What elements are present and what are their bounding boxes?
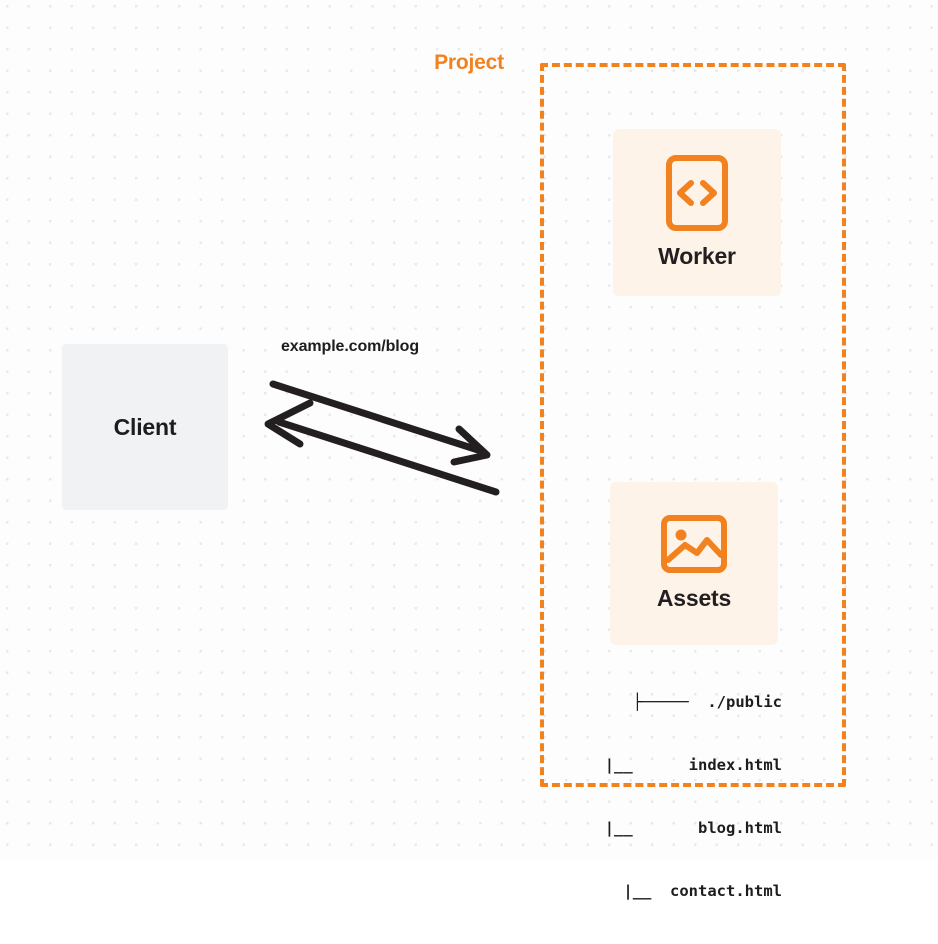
arrow-response xyxy=(264,399,500,496)
node-client[interactable]: Client xyxy=(62,344,228,510)
file-tree-line: ├───── ./public xyxy=(632,693,782,711)
node-assets[interactable]: Assets xyxy=(610,482,778,645)
code-file-icon xyxy=(666,155,728,231)
file-tree-line: |__ index.html xyxy=(604,756,782,774)
node-worker-label: Worker xyxy=(658,243,736,269)
assets-file-tree: ├───── ./public |__ index.html |__ blog.… xyxy=(586,650,782,944)
edge-label-url: example.com/blog xyxy=(281,338,419,355)
arrow-request xyxy=(269,380,491,466)
node-assets-label: Assets xyxy=(656,585,732,611)
file-tree-line: |__ blog.html xyxy=(604,819,782,837)
project-label: Project xyxy=(427,51,511,75)
file-tree-line: |__ contact.html xyxy=(623,882,782,900)
node-worker[interactable]: Worker xyxy=(613,129,781,296)
image-icon xyxy=(661,515,727,573)
diagram-canvas: Client example.com/blog Project Worker xyxy=(0,0,938,900)
project-container xyxy=(540,63,846,787)
node-client-label: Client xyxy=(113,413,177,440)
